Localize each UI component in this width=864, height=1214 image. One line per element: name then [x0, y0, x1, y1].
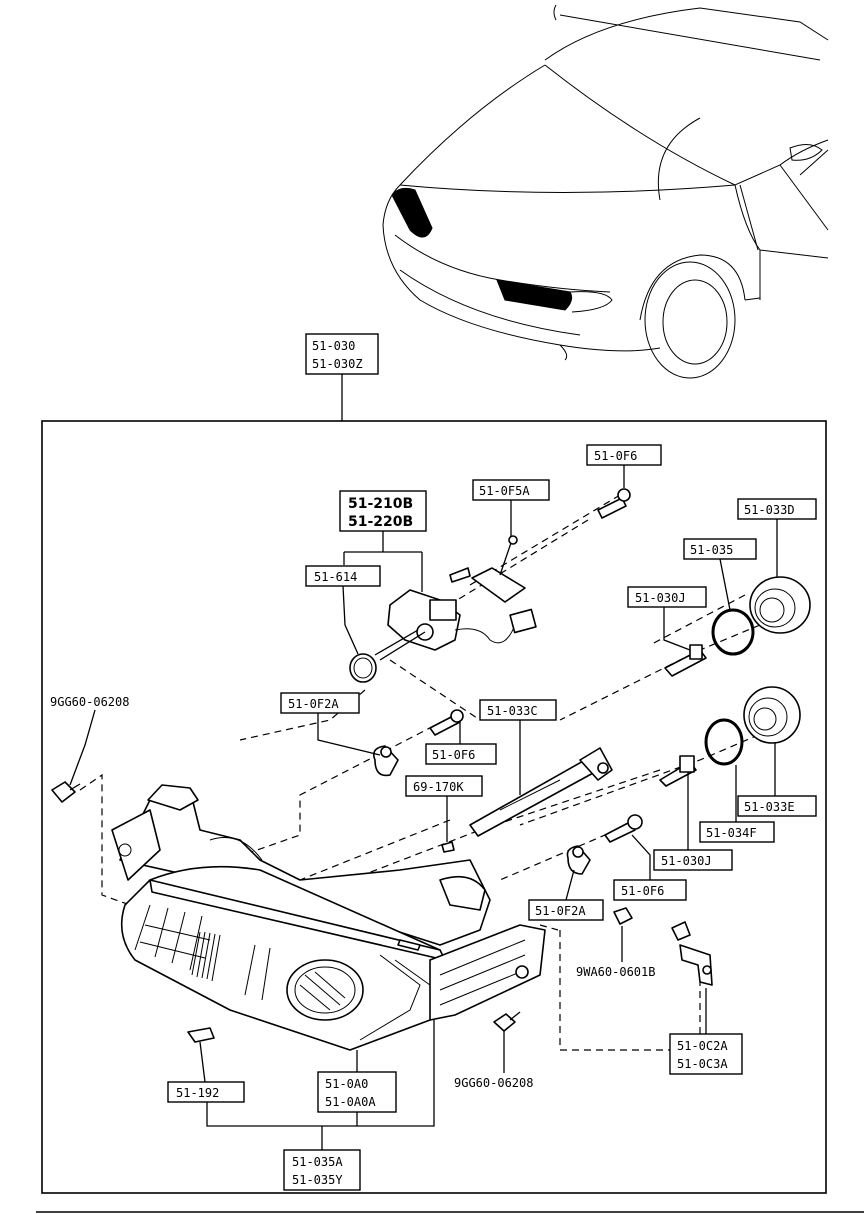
- label-220b: 51-220B: [348, 514, 413, 530]
- label-0f2a-top: 51-0F2A: [288, 697, 339, 711]
- label-614: 51-614: [314, 570, 357, 584]
- label-0c3a: 51-0C3A: [677, 1057, 728, 1071]
- label-0f2a-bottom: 51-0F2A: [535, 904, 586, 918]
- label-033d: 51-033D: [744, 503, 795, 517]
- bracket-0c2a: [671, 921, 713, 986]
- car-illustration: [382, 4, 829, 379]
- label-bolt-left-top: 9GG60-06208: [50, 695, 129, 709]
- actuator-033c: [469, 747, 613, 837]
- label-033c: 51-033C: [487, 704, 538, 718]
- pin-170k: [441, 841, 455, 853]
- assembly-code-51-030: 51-030: [312, 339, 355, 353]
- label-bolt-bottom: 9GG60-06208: [454, 1076, 533, 1090]
- bracket-0f5a: [449, 535, 526, 603]
- headlamp-assembly: [111, 784, 546, 1051]
- cover-033e: [743, 686, 801, 744]
- label-0f5a: 51-0F5A: [479, 484, 530, 498]
- oring-035: [711, 608, 755, 656]
- label-nut-9wa60: 9WA60-0601B: [576, 965, 655, 979]
- label-0f6-mid: 51-0F6: [432, 748, 475, 762]
- label-0a0: 51-0A0: [325, 1077, 368, 1091]
- screw-0f6-mid: [429, 709, 464, 736]
- assembly-frame: [41, 420, 827, 1194]
- bulb-030j-top: [664, 644, 707, 677]
- label-192: 51-192: [176, 1086, 219, 1100]
- screw-0f6-bottom: [604, 814, 643, 843]
- label-210b: 51-210B: [348, 496, 413, 512]
- clip-192: [187, 1027, 215, 1043]
- label-030j-bottom: 51-030J: [661, 854, 712, 868]
- label-170k: 69-170K: [413, 780, 464, 794]
- label-035: 51-035: [690, 543, 733, 557]
- label-034f: 51-034F: [706, 826, 757, 840]
- bulb-030j-bottom: [659, 755, 697, 787]
- label-0a0a: 51-0A0A: [325, 1095, 376, 1109]
- bolt-bottom: [493, 1011, 521, 1032]
- leveling-motor: [349, 589, 537, 683]
- clip-0f2a-bottom: [566, 845, 591, 875]
- label-033e: 51-033E: [744, 800, 795, 814]
- clip-0f2a-top: [372, 745, 399, 777]
- bolt-left-top: [51, 781, 81, 803]
- label-assembly-035y: 51-035Y: [292, 1173, 343, 1187]
- nut-9wa60: [613, 907, 633, 925]
- label-0f6-top: 51-0F6: [594, 449, 637, 463]
- assembly-code-51-030z: 51-030Z: [312, 357, 363, 371]
- screw-0f6-top: [597, 488, 631, 519]
- assembly-label-top: 51-030 51-030Z: [305, 333, 379, 421]
- label-030j-top: 51-030J: [635, 591, 686, 605]
- oring-034f: [704, 718, 744, 766]
- label-assembly-035a: 51-035A: [292, 1155, 343, 1169]
- label-0c2a: 51-0C2A: [677, 1039, 728, 1053]
- label-0f6-bottom: 51-0F6: [621, 884, 664, 898]
- cover-033d: [749, 576, 811, 634]
